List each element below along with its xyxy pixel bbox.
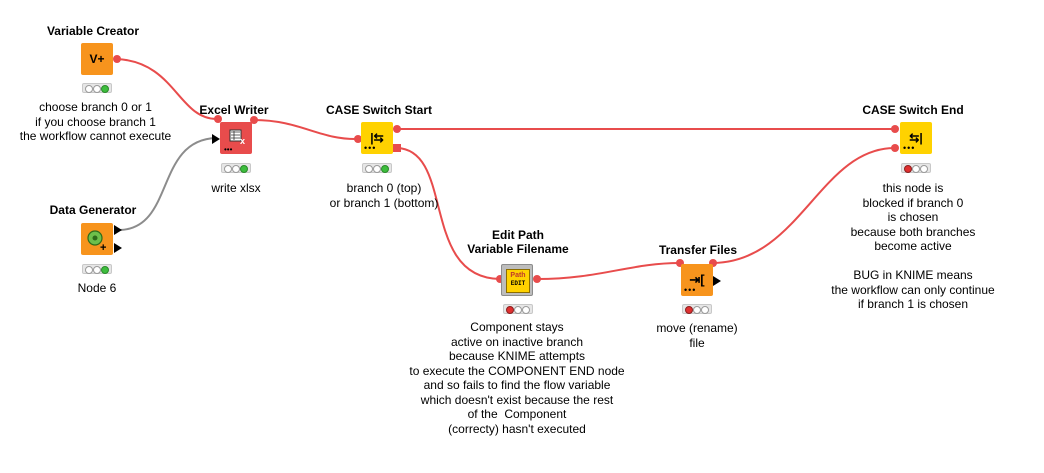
- data-generator-icon[interactable]: +: [81, 223, 113, 255]
- status-green-light: [381, 165, 389, 173]
- connection-excel-writer-to-case-switch-start[interactable]: [253, 119, 359, 141]
- variable-creator-icon[interactable]: V+: [81, 43, 113, 75]
- node-annotation: this node is blocked if branch 0 is chos…: [831, 181, 995, 311]
- status-lights: [362, 163, 392, 173]
- component-icon[interactable]: Path EDIT: [501, 264, 533, 296]
- node-annotation: branch 0 (top) or branch 1 (bottom): [329, 181, 439, 210]
- variable-creator-output-port[interactable]: [113, 55, 121, 63]
- excel-writer-flow-output-port[interactable]: [250, 116, 258, 124]
- connection-transfer-files-to-case-switch-end[interactable]: [712, 147, 896, 264]
- node-annotation: Component stays active on inactive branc…: [409, 320, 625, 436]
- svg-text:+: +: [100, 242, 106, 254]
- edit-path-output-port[interactable]: [533, 275, 541, 283]
- connection-edit-path-to-transfer-files[interactable]: [536, 262, 681, 280]
- case-switch-end-input-top-port[interactable]: [891, 125, 899, 133]
- case-switch-start-output-bottom-port[interactable]: [393, 144, 401, 152]
- status-lights: [82, 83, 112, 93]
- case-switch-end-icon[interactable]: ⇆| •••: [900, 122, 932, 154]
- node-annotation: choose branch 0 or 1 if you choose branc…: [19, 100, 172, 143]
- transfer-files-icon[interactable]: ⇥[ •••: [681, 264, 713, 296]
- status-lights: [221, 163, 251, 173]
- status-red-light: [904, 165, 912, 173]
- node-annotation: Node 6: [77, 281, 117, 295]
- status-green-light: [101, 266, 109, 274]
- node-annotation: move (rename) file: [656, 321, 738, 350]
- case-switch-start-output-top-port[interactable]: [393, 125, 401, 133]
- status-lights: [901, 163, 931, 173]
- node-title: Transfer Files: [658, 243, 738, 257]
- node-title: Data Generator: [49, 203, 137, 217]
- data-generator-output-port-2[interactable]: [114, 243, 122, 253]
- svg-text:x: x: [240, 136, 245, 146]
- node-title: Variable Creator: [46, 24, 140, 38]
- status-lights: [682, 304, 712, 314]
- node-title: CASE Switch End: [862, 103, 964, 117]
- excel-writer-icon[interactable]: x •••: [220, 122, 252, 154]
- status-green-light: [240, 165, 248, 173]
- status-red-light: [506, 306, 514, 314]
- case-switch-start-input-port[interactable]: [354, 135, 362, 143]
- excel-writer-flow-input-port[interactable]: [214, 115, 222, 123]
- connection-variable-creator-to-excel-writer[interactable]: [116, 58, 217, 120]
- excel-writer-data-input-port[interactable]: [212, 134, 220, 144]
- status-lights: [503, 304, 533, 314]
- status-red-light: [685, 306, 693, 314]
- node-annotation: write xlsx: [211, 181, 261, 195]
- node-title: CASE Switch Start: [325, 103, 433, 117]
- connection-data-generator-to-excel-writer[interactable]: [119, 137, 217, 231]
- data-generator-output-port-1[interactable]: [114, 225, 122, 235]
- status-green-light: [101, 85, 109, 93]
- svg-text:•••: •••: [224, 145, 233, 154]
- case-switch-start-icon[interactable]: |⇆ •••: [361, 122, 393, 154]
- node-title: Edit Path Variable Filename: [467, 228, 569, 256]
- node-title: Excel Writer: [199, 103, 269, 117]
- connection-case-switch-start-bottom-to-edit-path[interactable]: [396, 147, 501, 280]
- status-lights: [82, 264, 112, 274]
- transfer-files-data-output-port[interactable]: [713, 276, 721, 286]
- case-switch-end-input-bottom-port[interactable]: [891, 144, 899, 152]
